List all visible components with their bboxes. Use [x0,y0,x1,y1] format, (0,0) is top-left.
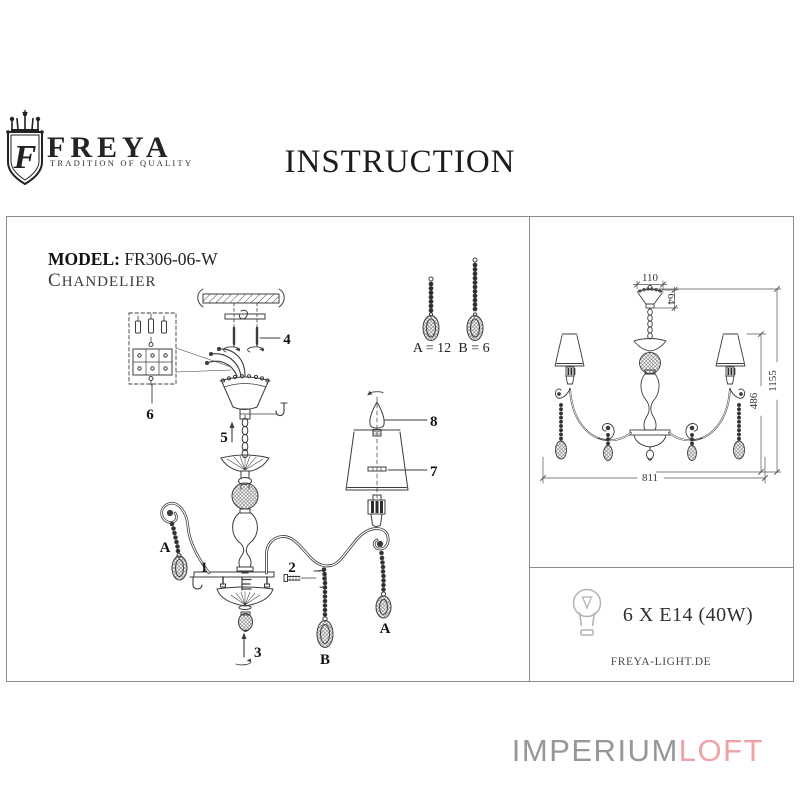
watermark-part1: IMPERIUM [511,733,679,768]
page-title: INSTRUCTION [284,144,516,180]
light-bulb-icon [572,588,602,636]
bulb-spec-panel: 6 X E14 (40W) FREYA-LIGHT.DE [529,568,793,681]
part-label-5: 5 [220,430,228,446]
imperiumloft-watermark: IMPERIUMLOFT [512,733,764,769]
part-label-1: 1 [200,560,208,576]
part-label-7: 7 [430,464,438,480]
legend-a-count: A = 12 [413,341,451,356]
part-label-8: 8 [430,414,438,430]
product-type: CHANDELIER [48,270,157,291]
pendant-a-sample [422,276,440,341]
legend-b-count: B = 6 [458,341,489,356]
dim-body-height: 486 [748,392,760,409]
part-label-2: 2 [288,560,296,576]
dim-left-branch [554,333,632,461]
dim-overall-width: 811 [642,472,658,484]
part-label-6: 6 [146,407,154,423]
dim-top-width: 110 [642,272,659,284]
part-label-3: 3 [254,645,262,661]
assembly-diagram: 4 5 6 1 2 3 7 8 A A B A = 12 B = 6 [128,257,490,668]
brand-website: FREYA-LIGHT.DE [610,656,712,668]
model-value: FR306-06-W [124,249,218,269]
crown-icon [9,110,41,131]
panel-divider-vertical [529,217,530,681]
ceiling-drawing [197,288,285,329]
shade-assembly-drawing [345,390,428,499]
model-label: MODEL: [48,249,120,269]
left-arm-drawing [160,501,211,581]
dim-total-height: 1155 [767,370,779,392]
part-label-4: 4 [283,332,291,348]
dim-canopy-height: 64 [665,294,677,306]
canopy-drawing [219,374,288,420]
pendant-b-sample [466,257,484,341]
panel-divider-horizontal [529,567,793,568]
dimension-drawing: 110 64 1155 486 811 [540,272,782,484]
brand-tagline: TRADITION OF QUALITY [50,158,194,168]
brand-logo: F [6,110,44,186]
wires-drawing [204,346,246,377]
bottom-dish-drawing [216,586,274,666]
terminal-block-box [128,312,177,404]
dim-right-branch [668,333,746,461]
right-arm-drawing [265,494,392,648]
mounting-screws [223,326,281,353]
pendant-label-a-left: A [160,540,171,556]
watermark-part2: LOFT [678,733,764,768]
dim-chandelier-center [629,285,671,461]
bulb-spec-text: 6 X E14 (40W) [622,603,754,626]
shield-icon: F [6,130,44,186]
pendant-label-a-right: A [380,621,391,637]
brand-monogram: F [13,139,37,176]
model-block: MODEL: FR306-06-W CHANDELIER [48,249,218,293]
chain-drawing [229,414,249,459]
instruction-sheet: MODEL: FR306-06-W CHANDELIER [6,216,794,682]
dimension-lines [540,280,782,484]
column-drawing [220,454,270,574]
pendant-label-b: B [320,652,330,668]
brand-name: FREYA [47,131,173,164]
